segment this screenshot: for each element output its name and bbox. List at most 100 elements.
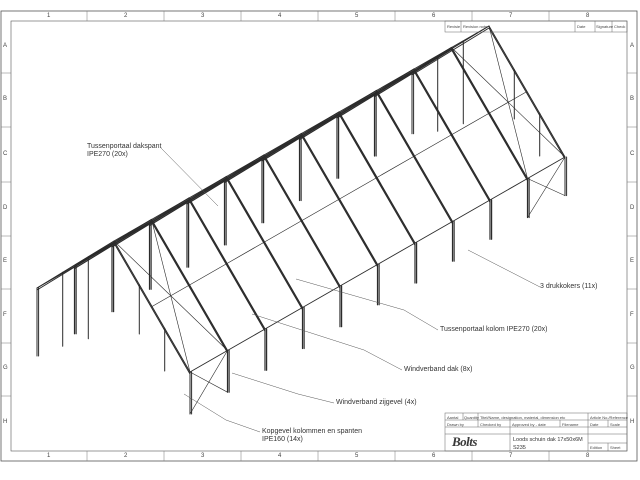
leader-windverband-zijgevel (231, 372, 335, 404)
ridge-beam (376, 68, 415, 91)
frame-column-5-bottom: 5 (355, 453, 359, 459)
purlin (112, 221, 151, 244)
eave-beam (414, 221, 453, 244)
frame-row-A-left: A (3, 43, 8, 49)
label-windverband-zijgevel: Windverband zijgevel (4x) (336, 399, 417, 406)
purlin (189, 263, 228, 286)
tb-filename: Filename (562, 422, 579, 427)
frame-column-4-top: 4 (278, 13, 282, 19)
leader-kolom (295, 278, 439, 331)
tb-drawn-by: Drawn by (447, 422, 464, 427)
eave-beam (189, 350, 228, 373)
frame-row-E-left: E (3, 258, 8, 264)
eave-beam (224, 158, 263, 181)
frame-row-F-right: F (630, 312, 634, 318)
frame-column-6-top: 6 (432, 13, 436, 19)
eave-beam (302, 285, 341, 308)
purlin (337, 92, 376, 115)
purlin (376, 155, 415, 178)
eave-beam (264, 307, 303, 330)
tb-date: Date (590, 422, 599, 427)
frame-column-6-bottom: 6 (432, 453, 436, 459)
leader-drukkokers (467, 249, 541, 288)
eave-beam (336, 94, 375, 117)
rev-signature: Signature (596, 24, 614, 29)
frame-row-B-left: B (3, 96, 8, 102)
company-logo: Bolts (452, 434, 477, 449)
frame-row-B-right: B (630, 96, 635, 102)
purlin (339, 177, 378, 200)
tb-number: S235 (513, 445, 526, 451)
ridge-beam (188, 176, 227, 199)
frame-row-G-left: G (3, 365, 8, 371)
leader-kopgevel (183, 393, 261, 433)
purlin (414, 134, 453, 157)
tb-approved-by: Approved by - date (512, 422, 546, 427)
frame-row-H-left: H (3, 419, 8, 425)
eave-beam (261, 137, 300, 160)
ridge-beam (338, 90, 377, 113)
leader-lines (159, 146, 541, 433)
rafter (450, 48, 529, 182)
rafter (413, 70, 491, 203)
steel-structure (36, 25, 568, 415)
eave-beam (74, 244, 113, 267)
purlin (226, 241, 265, 264)
eave-beam (452, 199, 491, 222)
frame-column-5-top: 5 (355, 13, 359, 19)
frame-column-2-top: 2 (124, 13, 128, 19)
wind-brace (74, 240, 115, 267)
drawing-border (10, 20, 628, 452)
label-windverband-dak: Windverband dak (8x) (404, 366, 473, 373)
rafter (375, 91, 454, 225)
eave-beam (377, 242, 416, 265)
wall-brace (527, 156, 566, 218)
rafter (488, 27, 566, 160)
leader-windverband-dak (251, 313, 403, 371)
rafter (150, 220, 229, 354)
wall-brace (189, 350, 228, 415)
label-tussenportaal-dakspant-1: Tussenportaal dakspant (87, 143, 162, 150)
purlin (300, 113, 339, 136)
frame-column-3-bottom: 3 (201, 453, 205, 459)
frame-column-3-top: 3 (201, 13, 205, 19)
rev-note: Revision note (463, 24, 488, 29)
eave-beam (149, 201, 188, 224)
rafter (338, 113, 416, 246)
purlin (225, 156, 264, 179)
frame-row-C-left: C (3, 151, 8, 157)
eave-beam (527, 156, 566, 179)
rafter (300, 134, 379, 268)
tb-scale: Scale (610, 422, 621, 427)
rev-check: Check (614, 24, 626, 29)
eave-beam (299, 115, 338, 138)
eave-beam (489, 178, 528, 201)
rafter (373, 48, 453, 98)
tb-title: Loods schuin dak 17x50x6M (513, 437, 583, 443)
wind-brace (488, 25, 528, 179)
purlin (262, 135, 301, 158)
ridge-beam (413, 47, 452, 70)
frame-row-G-right: G (630, 365, 635, 371)
eave-beam (186, 180, 225, 203)
frame-column-4-bottom: 4 (278, 453, 282, 459)
ridge-beam (263, 133, 302, 156)
label-tussenportaal-kolom: Tussenportaal kolom IPE270 (20x) (440, 326, 548, 333)
frame-column-7-bottom: 7 (509, 453, 513, 459)
purlin (150, 199, 189, 222)
sheet-border (0, 10, 638, 462)
eave-beam (111, 223, 150, 246)
rafter (225, 177, 304, 311)
tb-checked-by: Checked by (480, 422, 502, 427)
ridge-beam (151, 197, 190, 220)
frame-column-1-top: 1 (47, 13, 51, 19)
tb-titel-naam: Titel/Name, designation, material, dimen… (480, 415, 566, 420)
label-kopgevel-1: Kopgevel kolommen en spanten (262, 428, 363, 435)
label-tussenportaal-dakspant-2: IPE270 (20x) (87, 151, 128, 158)
purlin (375, 70, 414, 93)
tb-edition: Edition (590, 445, 603, 450)
frame-row-A-right: A (630, 43, 635, 49)
frame-row-E-right: E (630, 258, 635, 264)
purlin (264, 220, 303, 243)
